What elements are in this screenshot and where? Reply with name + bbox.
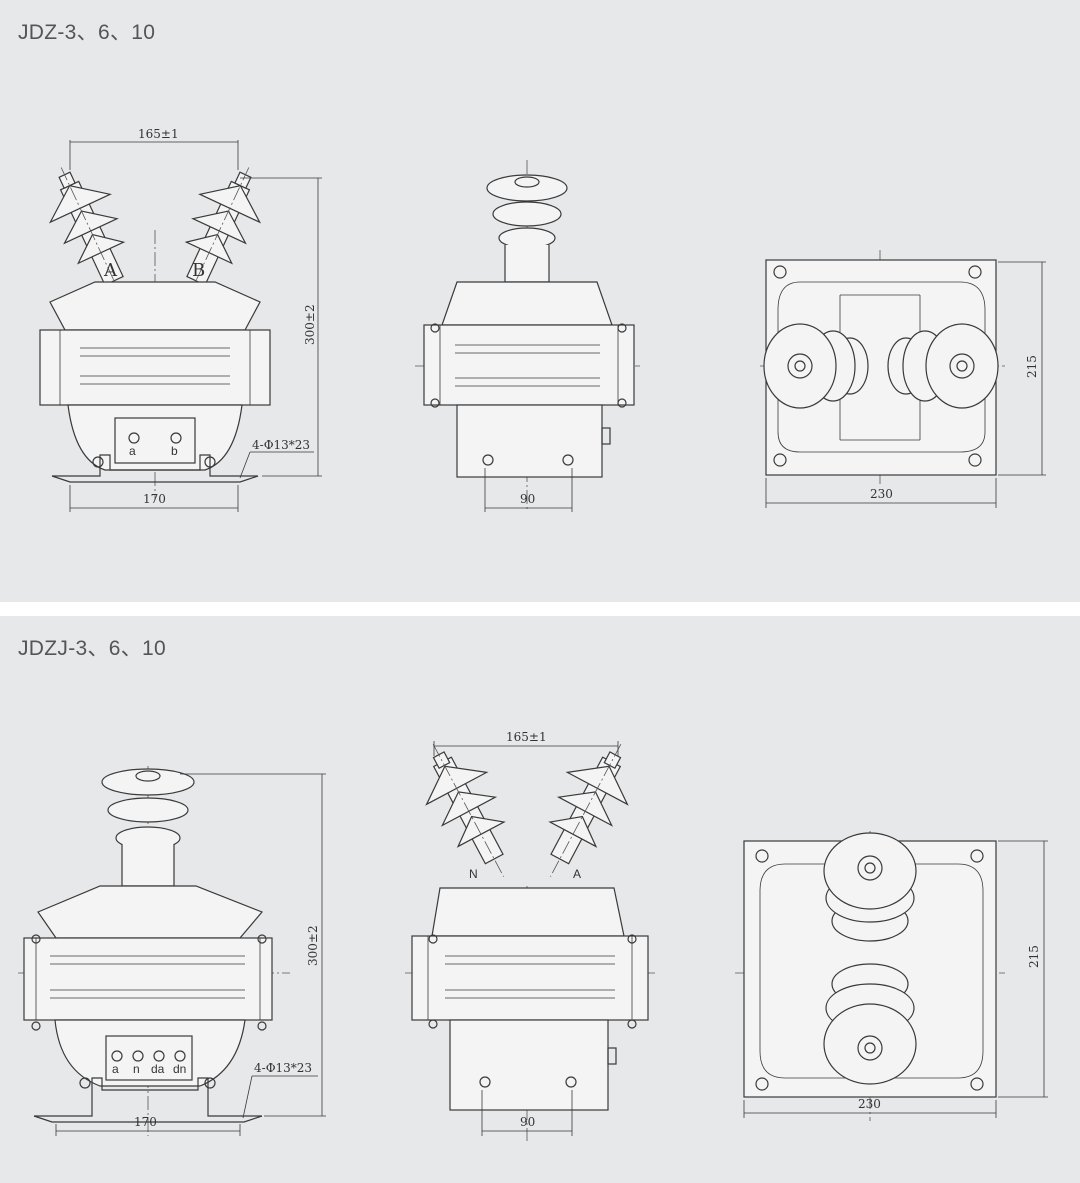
jdz-drawings: A B a b 165±1 bbox=[39, 127, 1046, 512]
dim-plan-width: 230 bbox=[870, 487, 893, 501]
dim-side-base: 90 bbox=[520, 1115, 535, 1129]
panel-title: JDZJ-3、6、10 bbox=[18, 637, 167, 660]
front-view-two-bushing: A B a b 165±1 bbox=[39, 127, 322, 512]
dim-plan-width: 230 bbox=[858, 1097, 881, 1111]
dim-terminal-spacing: 165±1 bbox=[506, 730, 547, 744]
terminal-a-label: a bbox=[129, 444, 136, 458]
front-view-single-bushing: a n da dn 300±2 4-Φ13*23 170 bbox=[18, 766, 326, 1136]
dim-height: 300±2 bbox=[306, 925, 320, 966]
drawing-panel-jdzj: JDZJ-3、6、10 a n bbox=[0, 616, 1080, 1183]
terminal-dn-label: dn bbox=[173, 1062, 186, 1076]
dim-plan-depth: 215 bbox=[1027, 945, 1041, 968]
terminal-a-label: a bbox=[112, 1062, 119, 1076]
dim-base-width: 170 bbox=[134, 1115, 157, 1129]
dim-mount-holes: 4-Φ13*23 bbox=[254, 1061, 312, 1075]
jdzj-drawings: a n da dn 300±2 4-Φ13*23 170 bbox=[18, 730, 1048, 1141]
plan-view: 215 230 bbox=[735, 831, 1048, 1121]
phase-label-a: A bbox=[573, 867, 581, 881]
dim-base-width: 170 bbox=[143, 492, 166, 506]
phase-label-n: N bbox=[469, 867, 478, 881]
dim-terminal-spacing: 165±1 bbox=[138, 127, 179, 141]
phase-label-b: B bbox=[192, 260, 205, 281]
dim-mount-holes: 4-Φ13*23 bbox=[252, 438, 310, 452]
dim-height: 300±2 bbox=[303, 304, 317, 345]
terminal-n-label: n bbox=[133, 1062, 140, 1076]
terminal-b-label: b bbox=[171, 444, 178, 458]
dim-side-base: 90 bbox=[520, 492, 535, 506]
side-view: 90 bbox=[415, 160, 640, 512]
drawing-panel-jdz: JDZ-3、6、10 bbox=[0, 0, 1080, 602]
terminal-da-label: da bbox=[151, 1062, 165, 1076]
phase-label-a: A bbox=[103, 260, 118, 281]
plan-view: 215 230 bbox=[760, 250, 1046, 508]
side-view-two-bushing: N A 165±1 90 bbox=[405, 730, 655, 1141]
panel-title: JDZ-3、6、10 bbox=[18, 21, 156, 44]
dim-plan-depth: 215 bbox=[1025, 355, 1039, 378]
